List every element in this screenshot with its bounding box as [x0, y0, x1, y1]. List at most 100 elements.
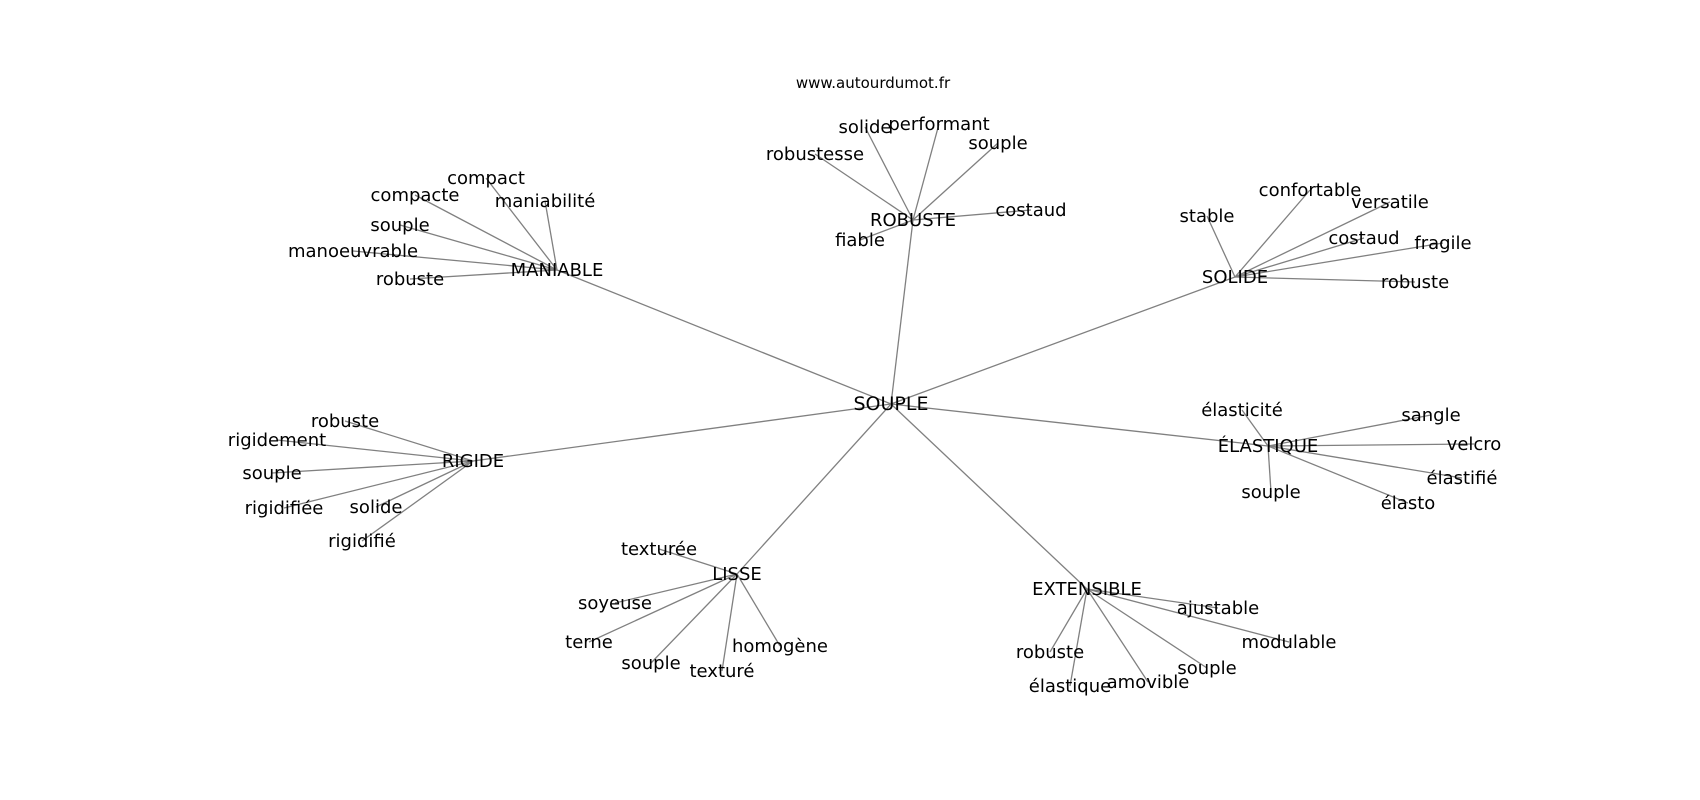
leaf-node[interactable]: rigidement [228, 430, 326, 451]
leaf-node[interactable]: solide [350, 497, 403, 518]
leaf-node[interactable]: souple [242, 463, 301, 484]
leaf-node[interactable]: manoeuvrable [288, 241, 418, 262]
edge-maniable-2 [544, 200, 558, 271]
leaf-node[interactable]: souple [370, 215, 429, 236]
edge-élastique-2 [1267, 443, 1475, 447]
edge-maniable-1 [414, 194, 558, 271]
edge-center-élastique [890, 403, 1269, 447]
leaf-node[interactable]: rigidifiée [245, 498, 324, 519]
edge-robuste-0 [864, 126, 914, 221]
edge-lisse-0 [658, 548, 738, 575]
edge-robuste-1 [912, 123, 940, 221]
hub-node[interactable]: MANIABLE [511, 260, 604, 281]
hub-node[interactable]: RIGIDE [442, 451, 504, 472]
leaf-node[interactable]: modulable [1242, 632, 1337, 653]
leaf-node[interactable]: confortable [1259, 180, 1362, 201]
edge-solide-1 [1206, 215, 1236, 278]
leaf-node[interactable]: costaud [1328, 228, 1399, 249]
edge-center-lisse [736, 403, 892, 575]
edge-maniable-4 [352, 250, 558, 271]
leaf-node[interactable]: élastique [1029, 676, 1111, 697]
site-watermark: www.autourdumot.fr [796, 74, 951, 92]
leaf-node[interactable]: rigidifié [328, 531, 396, 552]
edge-solide-3 [1234, 237, 1365, 278]
edge-center-robuste [890, 219, 914, 405]
hub-node[interactable]: SOLIDE [1202, 267, 1268, 288]
edge-rigide-4 [375, 460, 474, 508]
edge-robuste-2 [814, 153, 914, 221]
edge-extensible-0 [1086, 588, 1219, 609]
edge-solide-2 [1234, 201, 1391, 278]
leaf-node[interactable]: ajustable [1177, 598, 1259, 619]
leaf-node[interactable]: stable [1180, 206, 1235, 227]
edge-robuste-3 [912, 142, 999, 221]
leaf-node[interactable]: costaud [995, 200, 1066, 221]
edge-lisse-4 [721, 573, 738, 672]
leaf-node[interactable]: fiable [835, 230, 885, 251]
edge-center-solide [890, 276, 1236, 405]
leaf-node[interactable]: maniabilité [495, 191, 596, 212]
leaf-node[interactable]: texturé [689, 661, 754, 682]
leaf-node[interactable]: souple [1241, 482, 1300, 503]
edge-center-maniable [556, 269, 892, 405]
hub-node[interactable]: ÉLASTIQUE [1218, 435, 1319, 457]
edge-rigide-0 [344, 420, 474, 462]
edge-rigide-1 [276, 439, 474, 462]
edge-extensible-1 [1086, 588, 1290, 643]
leaf-node[interactable]: robuste [1016, 642, 1084, 663]
leaf-node[interactable]: robuste [1381, 272, 1449, 293]
edge-élastique-5 [1267, 445, 1409, 504]
leaf-node[interactable]: élastifié [1427, 468, 1498, 489]
leaf-node[interactable]: souple [968, 133, 1027, 154]
leaf-node[interactable]: élasticité [1201, 400, 1283, 421]
leaf-node[interactable]: homogène [732, 636, 828, 657]
edge-maniable-5 [409, 269, 558, 280]
edge-center-extensible [890, 403, 1088, 590]
edge-élastique-3 [1267, 445, 1463, 479]
edge-rigide-5 [361, 460, 474, 542]
edge-robuste-5 [859, 219, 914, 241]
leaf-node[interactable]: robuste [311, 411, 379, 432]
leaf-node[interactable]: versatile [1351, 192, 1429, 213]
edge-rigide-2 [271, 460, 474, 474]
leaf-node[interactable]: robustesse [766, 144, 864, 165]
edge-extensible-2 [1049, 588, 1088, 653]
edge-maniable-0 [485, 177, 558, 271]
edge-lisse-2 [588, 573, 738, 643]
edge-lisse-1 [614, 573, 738, 604]
edge-lisse-5 [736, 573, 781, 647]
leaf-node[interactable]: souple [1177, 658, 1236, 679]
leaf-node[interactable]: souple [621, 653, 680, 674]
center-node[interactable]: SOUPLE [854, 393, 929, 415]
edge-extensible-4 [1069, 588, 1088, 687]
leaf-node[interactable]: velcro [1447, 434, 1502, 455]
edge-élastique-1 [1267, 414, 1432, 447]
hub-node[interactable]: ROBUSTE [870, 210, 956, 231]
edge-solide-0 [1234, 189, 1311, 278]
leaf-node[interactable]: compacte [371, 185, 460, 206]
edge-maniable-3 [399, 224, 558, 271]
leaf-node[interactable]: compact [447, 168, 525, 189]
leaf-node[interactable]: performant [888, 114, 989, 135]
leaf-node[interactable]: amovible [1107, 672, 1190, 693]
edge-solide-5 [1234, 276, 1416, 283]
edge-élastique-4 [1267, 445, 1272, 493]
edge-solide-4 [1234, 242, 1444, 278]
leaf-node[interactable]: fragile [1414, 233, 1471, 254]
edge-center-rigide [472, 403, 892, 462]
edge-extensible-5 [1086, 588, 1149, 683]
leaf-node[interactable]: robuste [376, 269, 444, 290]
leaf-node[interactable]: solide [839, 117, 892, 138]
edge-lisse-3 [650, 573, 738, 664]
hub-node[interactable]: EXTENSIBLE [1032, 579, 1142, 600]
hub-node[interactable]: LISSE [712, 564, 762, 585]
edge-élastique-0 [1241, 409, 1269, 447]
edge-rigide-3 [283, 460, 474, 509]
edge-extensible-3 [1086, 588, 1208, 669]
leaf-node[interactable]: soyeuse [578, 593, 652, 614]
leaf-node[interactable]: élasto [1381, 493, 1436, 514]
leaf-node[interactable]: terne [565, 632, 613, 653]
leaf-node[interactable]: sangle [1401, 405, 1460, 426]
leaf-node[interactable]: texturée [621, 539, 697, 560]
